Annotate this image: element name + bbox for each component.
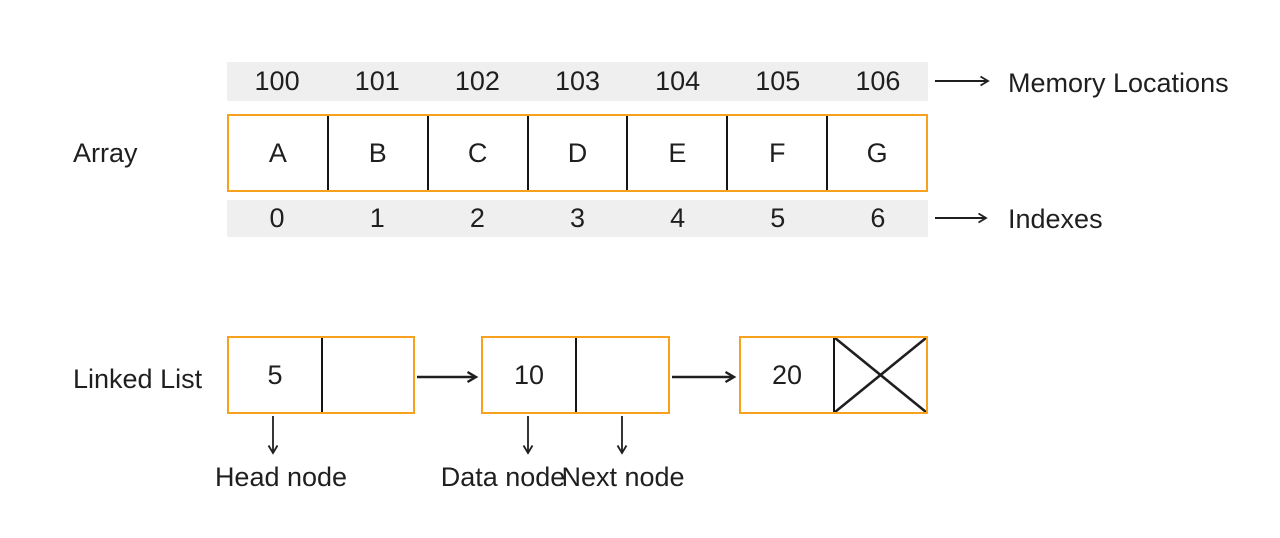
crossed-box-icon (835, 338, 926, 412)
memory-location-cell: 104 (655, 66, 701, 96)
index-cell: 3 (569, 203, 585, 233)
index-cell: 2 (469, 203, 485, 233)
index-cell: 6 (870, 203, 886, 233)
index-cell: 4 (670, 203, 686, 233)
array-element-cell: E (628, 116, 729, 190)
linked-list-section-label: Linked List (73, 364, 203, 394)
next-node-label: Next node (561, 462, 685, 492)
node-data-cell: 5 (229, 338, 323, 412)
array-elements-row: A B C D E F G (227, 114, 928, 192)
node-data-cell: 10 (483, 338, 577, 412)
memory-locations-row: 100 101 102 103 104 105 106 (227, 62, 928, 101)
memory-location-cell: 106 (855, 66, 901, 96)
index-cell: 0 (269, 203, 285, 233)
memory-locations-label: Memory Locations (1008, 68, 1229, 98)
index-cell: 1 (369, 203, 385, 233)
array-element-cell: F (728, 116, 829, 190)
linked-list-node-1: 5 (227, 336, 415, 414)
array-element-cell: C (429, 116, 529, 190)
node-next-pointer-cell (577, 338, 668, 412)
node-next-pointer-cell (835, 338, 926, 412)
indexes-label: Indexes (1008, 204, 1103, 234)
memory-location-cell: 103 (554, 66, 601, 96)
memory-location-cell: 100 (254, 66, 300, 96)
data-node-label: Data node (440, 462, 566, 492)
index-cell: 5 (770, 203, 786, 233)
linked-list-node-3: 20 (739, 336, 928, 414)
node-data-cell: 20 (741, 338, 835, 412)
array-element-cell: D (529, 116, 629, 190)
indexes-row: 0 1 2 3 4 5 6 (227, 200, 928, 237)
linked-list-node-2: 10 (481, 336, 670, 414)
head-node-label: Head node (214, 462, 348, 492)
array-section-label: Array (73, 138, 138, 168)
array-element-cell: A (229, 116, 329, 190)
array-element-cell: B (329, 116, 429, 190)
node-next-pointer-cell (323, 338, 413, 412)
memory-location-cell: 101 (354, 66, 400, 96)
memory-location-cell: 102 (454, 66, 500, 96)
memory-location-cell: 105 (755, 66, 801, 96)
array-element-cell: G (866, 137, 888, 168)
